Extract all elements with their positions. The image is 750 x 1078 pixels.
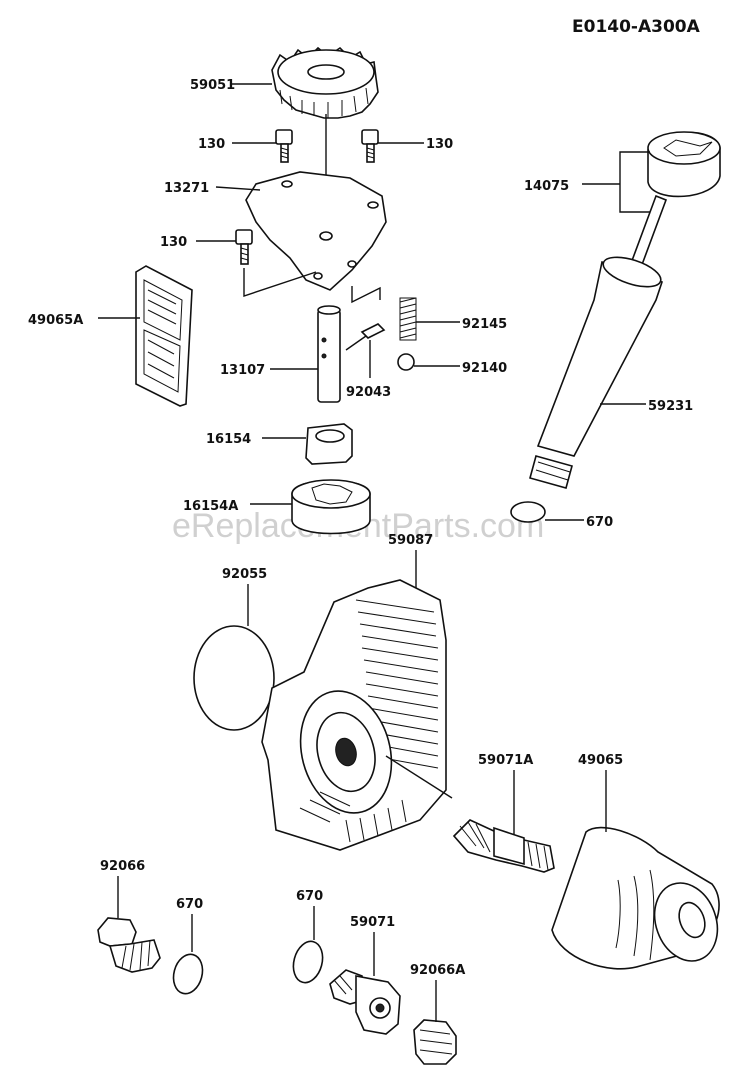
label-16154: 16154 — [206, 432, 251, 447]
label-59071A: 59071A — [478, 753, 533, 768]
ball-92140[interactable] — [397, 353, 415, 371]
shaft-13107[interactable] — [317, 305, 341, 403]
drain-plug-92066[interactable] — [97, 917, 161, 973]
label-13107: 13107 — [220, 363, 265, 378]
label-92140: 92140 — [462, 361, 507, 376]
housing-59087[interactable] — [261, 579, 447, 851]
oring-670-lower-middle[interactable] — [289, 938, 327, 986]
label-59051: 59051 — [190, 78, 235, 93]
label-13271: 13271 — [164, 181, 209, 196]
label-92043: 92043 — [346, 385, 391, 400]
label-92145: 92145 — [462, 317, 507, 332]
outer-rotor-16154A[interactable] — [291, 479, 371, 535]
oring-670-lower-left[interactable] — [169, 951, 206, 997]
label-670-lower-middle: 670 — [296, 889, 323, 904]
label-59071: 59071 — [350, 915, 395, 930]
filler-tube-59231[interactable] — [529, 251, 664, 489]
label-49065A: 49065A — [28, 313, 83, 328]
label-16154A: 16154A — [183, 499, 238, 514]
label-14075: 14075 — [524, 179, 569, 194]
label-670-upper: 670 — [586, 515, 613, 530]
nipple-59071A[interactable] — [452, 819, 555, 873]
label-130-middle: 130 — [160, 235, 187, 250]
plate-13271[interactable] — [245, 171, 387, 291]
label-130-left: 130 — [198, 137, 225, 152]
plug-92066A[interactable] — [413, 1019, 457, 1065]
dipstick-14075[interactable] — [628, 131, 721, 272]
oring-92055[interactable] — [193, 625, 275, 731]
label-92066A: 92066A — [410, 963, 465, 978]
label-59087: 59087 — [388, 533, 433, 548]
spring-92145[interactable] — [399, 297, 417, 341]
bolt-130-right[interactable] — [361, 129, 379, 163]
label-49065: 49065 — [578, 753, 623, 768]
gear-59051[interactable] — [271, 46, 379, 119]
diagram-code: E0140-A300A — [572, 17, 701, 37]
oil-filter-49065[interactable] — [551, 826, 728, 970]
bolt-130-left[interactable] — [275, 129, 293, 163]
valve-59071[interactable] — [329, 969, 401, 1035]
bolt-130-middle[interactable] — [235, 229, 253, 265]
label-130-right: 130 — [426, 137, 453, 152]
label-92055: 92055 — [222, 567, 267, 582]
strainer-49065A[interactable] — [135, 265, 193, 407]
label-59231: 59231 — [648, 399, 693, 414]
inner-rotor-16154[interactable] — [305, 423, 353, 465]
oring-670-upper[interactable] — [510, 501, 546, 523]
label-670-lower-left: 670 — [176, 897, 203, 912]
label-92066: 92066 — [100, 859, 145, 874]
